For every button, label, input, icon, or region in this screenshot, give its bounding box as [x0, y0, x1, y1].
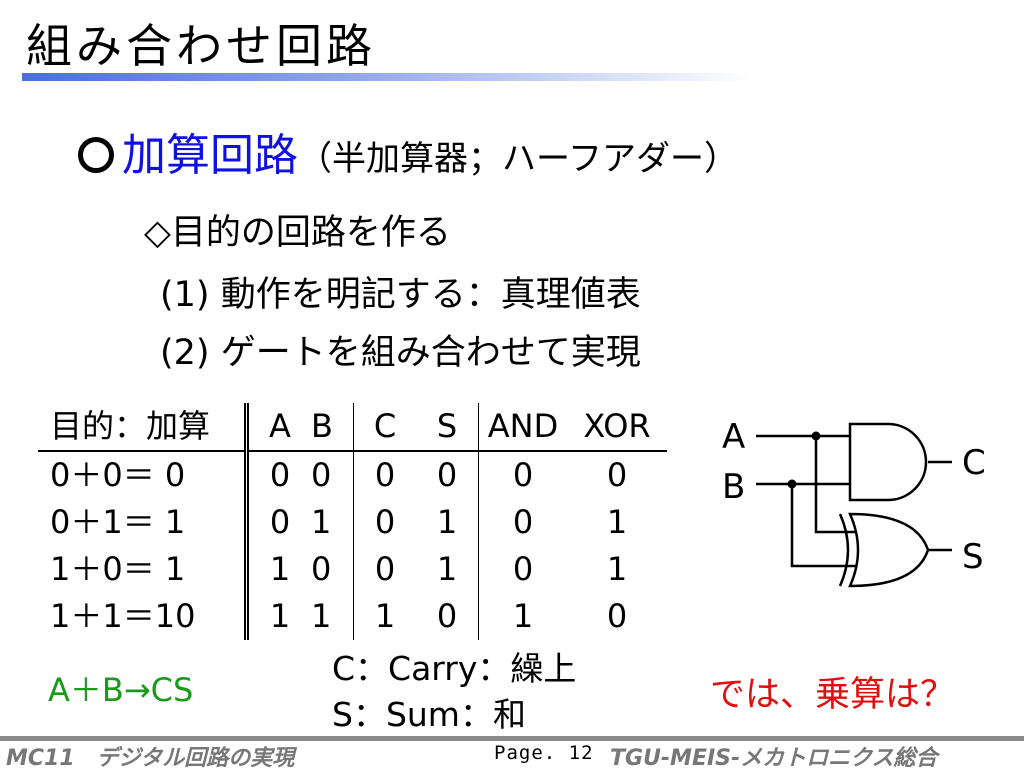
cell-and: 1 [478, 593, 567, 640]
cell-c: 1 [353, 593, 416, 640]
cell-s: 1 [436, 503, 458, 541]
header-and: AND [478, 403, 567, 452]
truth-table: 目的：加算 A B C S AND XOR 0＋0＝ 0 0 0 0 0 0 0… [38, 403, 667, 640]
subheading: ◇目的の回路を作る [144, 213, 451, 253]
cell-s: 0 [436, 456, 458, 494]
cell-c: 0 [353, 546, 416, 593]
slide-title: 組み合わせ回路 [26, 19, 376, 73]
heading-paren: （半加算器；ハーフアダー） [298, 139, 738, 179]
row-eq: 1＋1＝10 [38, 593, 249, 640]
junction-a [811, 431, 821, 441]
cell-s: 1 [436, 550, 458, 588]
step-2: (2) ゲートを組み合わせて実現 [160, 333, 641, 373]
circuit-wires [756, 434, 952, 568]
cell-a: 1 [269, 597, 291, 635]
half-adder-circuit: A B C S [722, 417, 986, 588]
cell-xor: 1 [606, 503, 628, 541]
junction-b [787, 479, 797, 489]
footer-organization: TGU-MEIS-メカトロニクス総合 [610, 746, 938, 771]
cell-a: 1 [269, 550, 291, 588]
header-c: C [353, 403, 416, 452]
and-gate [848, 422, 928, 502]
cell-xor: 0 [606, 597, 628, 635]
cell-b: 1 [311, 503, 332, 541]
footer-page-number: Page. 12 [494, 742, 594, 764]
table-row: 1＋0＝ 1 1 0 0 1 0 1 [38, 546, 667, 593]
heading-main: 加算回路 [122, 130, 298, 181]
question-text: では、乗算は？ [710, 675, 956, 715]
wire-a-to-xor [814, 436, 856, 534]
table-row: 1＋1＝10 1 1 1 0 1 0 [38, 593, 667, 640]
footer-course: MC11 デジタル回路の実現 [6, 746, 295, 771]
cell-c: 0 [353, 499, 416, 546]
cell-xor: 1 [606, 550, 628, 588]
xor-body [848, 512, 930, 588]
row-eq: 1＋0＝ 1 [38, 546, 249, 593]
cell-b: 1 [311, 597, 332, 635]
header-a: A [246, 403, 311, 452]
input-a-label: A [722, 417, 745, 457]
note-carry: C：Carry：繰上 [332, 649, 577, 688]
xor-gate [838, 512, 930, 588]
row-eq: 0＋0＝ 0 [38, 451, 249, 499]
cell-a: 0 [269, 456, 291, 494]
cell-c: 0 [353, 451, 416, 499]
header-xor: XOR [567, 403, 667, 452]
table-row: 0＋1＝ 1 0 1 0 1 0 1 [38, 499, 667, 546]
table-row: 0＋0＝ 0 0 0 0 0 0 0 [38, 451, 667, 499]
cell-a: 0 [269, 503, 291, 541]
footer-divider [0, 736, 1024, 741]
truth-table-header: 目的：加算 A B C S AND XOR [38, 403, 667, 452]
cell-b: 0 [311, 456, 332, 494]
cell-and: 0 [478, 451, 567, 499]
header-eq: 目的：加算 [38, 403, 249, 452]
header-b: B [311, 403, 354, 452]
wire-b-to-xor [790, 484, 856, 568]
wire-junctions [787, 431, 821, 489]
cell-and: 0 [478, 499, 567, 546]
note-sum: S：Sum：和 [332, 695, 526, 734]
header-s: S [416, 403, 479, 452]
title-underline [22, 73, 752, 81]
cell-s: 0 [436, 597, 458, 635]
xor-input-arc [838, 513, 850, 587]
output-c-label: C [962, 443, 986, 483]
note-ab-to-cs: A＋B→CS [48, 671, 194, 709]
output-s-label: S [962, 537, 984, 577]
row-eq: 0＋1＝ 1 [38, 499, 249, 546]
section-heading: 加算回路（半加算器；ハーフアダー） [78, 128, 738, 187]
input-b-label: B [722, 467, 745, 507]
cell-and: 0 [478, 546, 567, 593]
cell-xor: 0 [606, 456, 628, 494]
circle-bullet-icon [78, 137, 114, 173]
step-1: (1) 動作を明記する：真理値表 [160, 275, 641, 315]
cell-b: 0 [311, 550, 332, 588]
